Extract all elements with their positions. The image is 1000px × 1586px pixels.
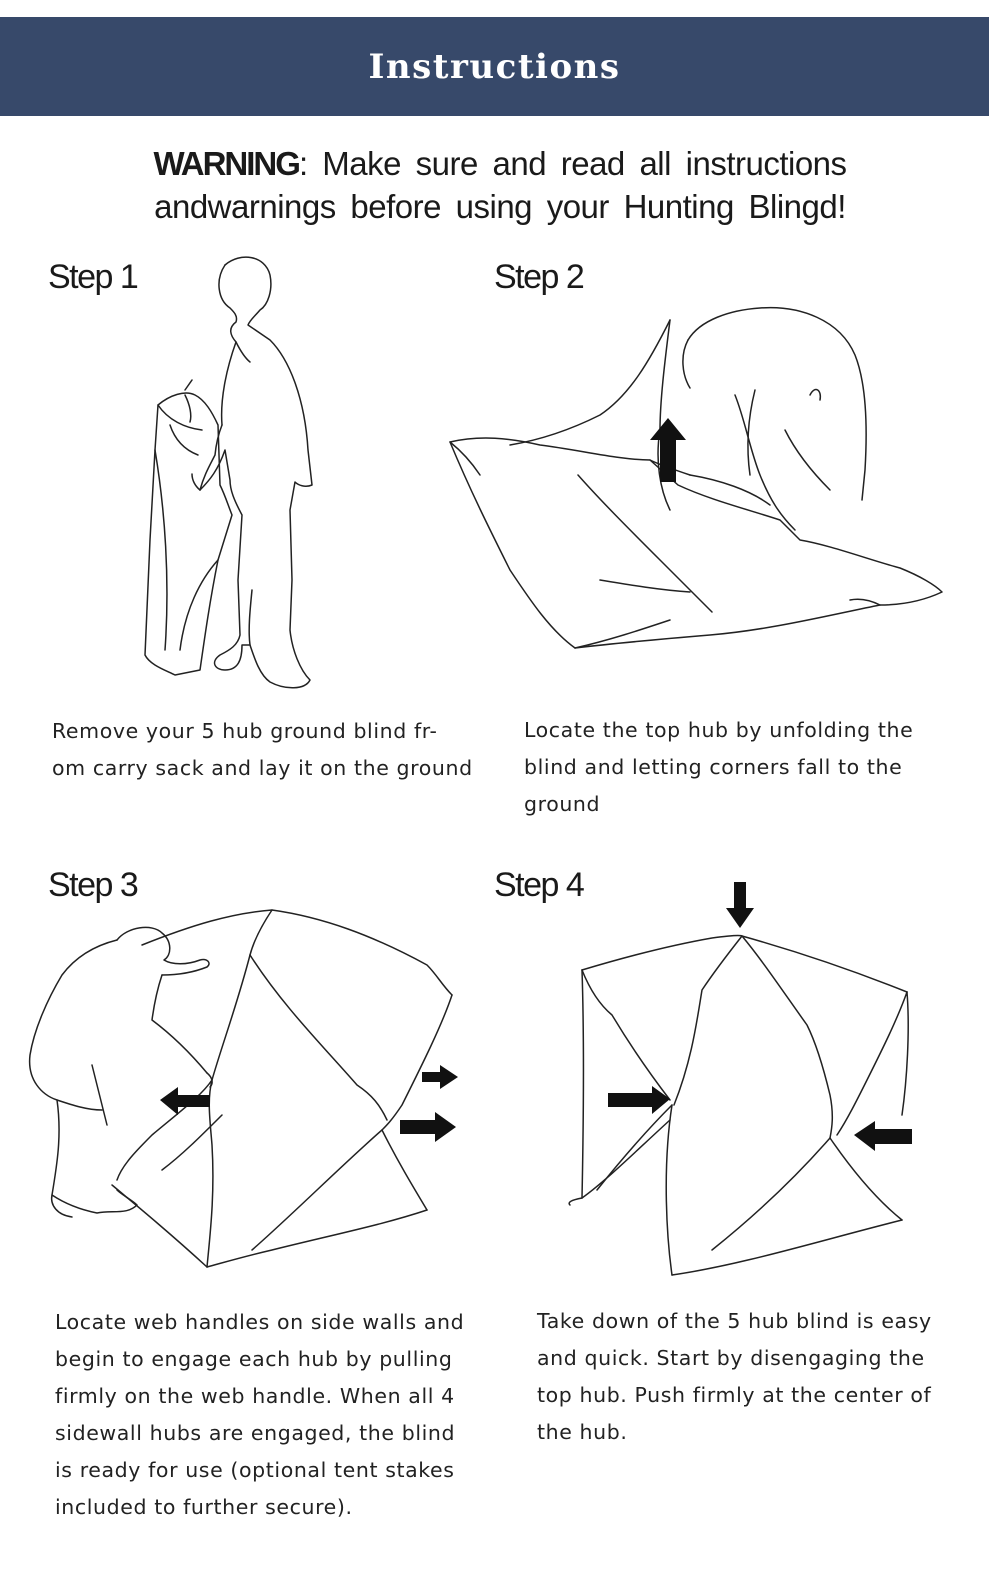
step-3-illustration xyxy=(28,909,458,1268)
step-2-line: blind and letting corners fall to the xyxy=(524,755,903,779)
step-2-label: Step 2 xyxy=(494,258,585,296)
step-2-line: ground xyxy=(524,792,601,816)
step-3-line: firmly on the web handle. When all 4 xyxy=(55,1384,455,1408)
step-2-illustration xyxy=(449,306,943,649)
step-4-description: Take down of the 5 hub blind is easy and… xyxy=(537,1303,932,1451)
page-title: Instructions xyxy=(368,46,621,87)
step-3-description: Locate web handles on side walls and beg… xyxy=(55,1304,464,1526)
step-3-line: sidewall hubs are engaged, the blind xyxy=(55,1421,456,1445)
step-1-line: Remove your 5 hub ground blind fr- xyxy=(52,719,438,743)
step-4-line: Take down of the 5 hub blind is easy xyxy=(537,1309,932,1333)
warning-separator: : xyxy=(298,145,308,182)
up-arrow-icon xyxy=(650,418,686,482)
left-arrow-icon xyxy=(160,1087,210,1115)
warning-notice: WARNING: Make sure and read all instruct… xyxy=(60,142,940,228)
step-3-line: is ready for use (optional tent stakes xyxy=(55,1458,455,1482)
step-4-illustration xyxy=(568,882,912,1276)
step-2-line: Locate the top hub by unfolding the xyxy=(524,718,914,742)
step-4-line: the hub. xyxy=(537,1420,628,1444)
warning-text: Make sure and read all instructions andw… xyxy=(154,145,847,225)
right-arrow-icon xyxy=(400,1112,456,1142)
step-4-line: and quick. Start by disengaging the xyxy=(537,1346,925,1370)
down-arrow-icon xyxy=(726,882,754,928)
step-1-line: om carry sack and lay it on the ground xyxy=(52,756,473,780)
step-2-description: Locate the top hub by unfolding the blin… xyxy=(524,712,913,823)
right-arrow-icon xyxy=(608,1086,670,1114)
header-banner: Instructions xyxy=(0,17,989,116)
step-3-line: Locate web handles on side walls and xyxy=(55,1310,465,1334)
step-1-illustration xyxy=(144,256,313,689)
step-1-description: Remove your 5 hub ground blind fr- om ca… xyxy=(52,713,473,787)
step-3-line: begin to engage each hub by pulling xyxy=(55,1347,453,1371)
step-3-line: included to further secure). xyxy=(55,1495,353,1519)
step-1-label: Step 1 xyxy=(48,258,139,296)
left-arrow-icon xyxy=(854,1121,912,1151)
right-arrow-icon xyxy=(422,1065,458,1089)
step-4-label: Step 4 xyxy=(494,866,585,904)
step-4-line: top hub. Push firmly at the center of xyxy=(537,1383,932,1407)
warning-label: WARNING xyxy=(153,145,300,182)
step-3-label: Step 3 xyxy=(48,866,139,904)
